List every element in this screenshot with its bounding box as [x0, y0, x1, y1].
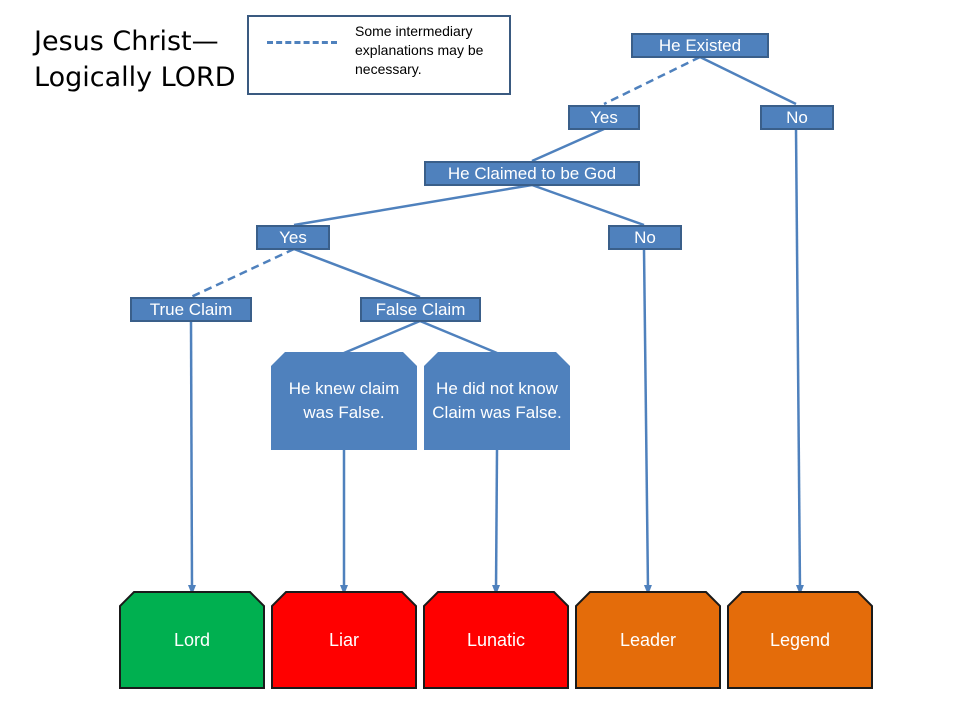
connector-yes-to-true-claim: [190, 247, 295, 299]
title-line-2: Logically LORD: [34, 62, 236, 93]
outcome-leader-label: Leader: [619, 629, 677, 650]
title-line-1: Jesus Christ—: [34, 26, 219, 57]
outcome-lunatic-shape: [423, 591, 569, 689]
node-true-claim-label: True Claim: [149, 299, 233, 319]
node-he-existed-label: He Existed: [658, 35, 742, 55]
arrow-to-legend: [794, 128, 804, 595]
node-he-claimed-label: He Claimed to be God: [447, 163, 617, 183]
node-false-claim: False Claim: [360, 297, 481, 322]
outcome-liar-shape: [271, 591, 417, 689]
arrow-to-lunatic: [492, 449, 501, 595]
node-claimed-yes-label: Yes: [279, 227, 307, 247]
node-he-existed: He Existed: [631, 33, 769, 58]
arrow-to-lord: [187, 320, 196, 595]
node-claimed-no-label: No: [634, 227, 656, 247]
legend-box: Some intermediary explanations may be ne…: [247, 15, 511, 95]
node-false-claim-label: False Claim: [375, 299, 466, 319]
legend-text: Some intermediary explanations may be ne…: [355, 23, 484, 77]
outcome-lunatic-label: Lunatic: [466, 629, 526, 650]
outcome-liar-label: Liar: [328, 629, 359, 650]
node-he-knew-claim-was-false: He knew claim was False.: [271, 352, 417, 450]
node-claimed-no: No: [608, 225, 682, 250]
node-existed-yes-label: Yes: [590, 107, 618, 127]
node-existed-no: No: [760, 105, 834, 130]
connector-false-claim-to-knew: [343, 319, 421, 355]
page-title: Jesus Christ— Logically LORD: [34, 24, 236, 96]
node-existed-yes: Yes: [568, 105, 640, 130]
connector-yes-to-claimed: [531, 127, 605, 163]
outcome-leader: Leader: [575, 591, 721, 689]
connector-existed-to-yes: [603, 55, 701, 106]
node-existed-no-label: No: [786, 107, 808, 127]
connector-existed-to-no: [699, 55, 797, 106]
node-true-claim: True Claim: [130, 297, 252, 322]
outcome-legend-label: Legend: [769, 629, 831, 650]
outcome-legend: Legend: [727, 591, 873, 689]
outcome-lord: Lord: [119, 591, 265, 689]
node-he-did-not-know-claim-was-false: He did not know Claim was False.: [424, 352, 570, 450]
outcome-legend-shape: [727, 591, 873, 689]
dashed-line-sample: [267, 41, 337, 44]
arrow-to-leader: [642, 248, 652, 595]
node-not-know-false-label: He did not know Claim was False.: [432, 379, 562, 422]
node-he-claimed-to-be-god: He Claimed to be God: [424, 161, 640, 186]
connector-claimed-to-no: [531, 183, 645, 227]
outcome-lord-label: Lord: [173, 629, 211, 650]
connector-false-claim-to-not-know: [419, 319, 498, 355]
outcome-lunatic: Lunatic: [423, 591, 569, 689]
connector-yes-to-false-claim: [293, 247, 421, 299]
outcome-lord-shape: [119, 591, 265, 689]
connector-claimed-to-yes: [293, 183, 533, 227]
outcome-liar: Liar: [271, 591, 417, 689]
node-knew-false-label: He knew claim was False.: [288, 379, 400, 422]
outcome-leader-shape: [575, 591, 721, 689]
node-claimed-yes: Yes: [256, 225, 330, 250]
